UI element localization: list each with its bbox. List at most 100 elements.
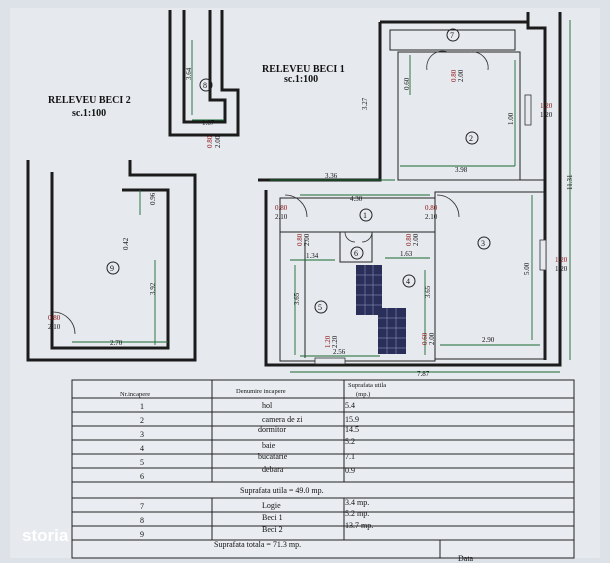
header-unit: (mp.) <box>356 391 370 398</box>
row1-nr: 1 <box>140 402 144 411</box>
room-number-7: 7 <box>450 31 454 40</box>
row6-name: debara <box>262 465 284 474</box>
dim-window-r2b: 1.20 <box>540 111 553 119</box>
dim-r8-h: 3.64 <box>185 67 193 80</box>
row3-nr: 3 <box>140 430 144 439</box>
room-marker-1 <box>359 208 373 222</box>
row8-name: Beci 1 <box>262 513 283 522</box>
dim-total-h: 11.31 <box>566 174 574 190</box>
dim-r8-door2: 2.00 <box>214 135 222 148</box>
title-beci1: RELEVEU BECI 1 <box>262 64 345 75</box>
apartment-dimensions: 0.80 2.00 0.60 1.00 3.98 3.27 1.20 1.20 … <box>275 69 574 378</box>
header-name: Denumire incapere <box>236 388 286 395</box>
dim-r4-door: 0.60 <box>421 332 429 345</box>
row9-area: 13.7 mp. <box>345 521 373 530</box>
row4-area: 5.2 <box>345 437 355 446</box>
room-number-2: 2 <box>469 134 473 143</box>
dim-r9-h1: 0.96 <box>149 192 157 205</box>
room-marker-7 <box>446 28 460 42</box>
dim-r5-window: 1.20 <box>324 335 332 348</box>
row9-nr: 9 <box>140 530 144 539</box>
room-number-3: 3 <box>481 239 485 248</box>
dim-r3-h: 5.00 <box>523 262 531 275</box>
dim-door-r5b: 2.00 <box>303 233 311 246</box>
dim-r5-w: 1.34 <box>306 252 319 260</box>
row1-name: hol <box>262 401 273 410</box>
dim-r9-door: 0.80 <box>48 314 61 322</box>
row4-name: baie <box>262 441 276 450</box>
dim-window-r3: 1.20 <box>555 256 568 264</box>
dim-r5-window2: 2.20 <box>331 335 339 348</box>
door-swing-right <box>436 194 460 218</box>
room-number-6: 6 <box>354 249 358 258</box>
room-number-4: 4 <box>406 277 410 286</box>
window-r3 <box>539 239 547 271</box>
subtotal-text: Suprafata utila = 49.0 mp. <box>240 486 324 495</box>
row4-nr: 4 <box>140 444 144 453</box>
beci1-walls <box>168 10 240 137</box>
header-nr: Nr.incapere <box>120 391 150 398</box>
row7-name: Logie <box>262 501 281 510</box>
header-area: Suprafata utila <box>348 382 386 389</box>
row8-nr: 8 <box>140 516 144 525</box>
dim-r7-door: 0.80 <box>450 69 458 82</box>
row6-area: 0.9 <box>345 466 355 475</box>
room-marker-2 <box>465 131 479 145</box>
room-marker-6 <box>350 246 364 260</box>
dim-r9-w: 2.70 <box>110 339 123 347</box>
door-swing-logie <box>426 50 449 71</box>
title-beci2: RELEVEU BECI 2 <box>48 95 131 106</box>
beci2-walls <box>26 160 197 362</box>
dim-total-w: 7.87 <box>417 370 430 378</box>
row5-name: bucatarie <box>258 452 288 461</box>
room-markers: 1 2 3 4 5 6 7 <box>314 28 491 314</box>
row5-nr: 5 <box>140 458 144 467</box>
room-marker-9 <box>106 261 120 275</box>
dim-r4-h: 3.65 <box>424 285 432 298</box>
dim-r9-door2: 2.10 <box>48 323 61 331</box>
row2-area: 15.9 <box>345 415 359 424</box>
dim-r3-w: 2.90 <box>482 336 495 344</box>
row2-nr: 2 <box>140 416 144 425</box>
room-marker-4 <box>402 274 416 288</box>
row7-area: 3.4 mp. <box>345 498 369 507</box>
dim-door-r5: 0.80 <box>296 233 304 246</box>
row2-name: camera de zi <box>262 415 303 424</box>
area-table <box>71 379 575 559</box>
dim-window-r3b: 1.20 <box>555 265 568 273</box>
bathroom-tiles <box>356 265 406 354</box>
total-text: Suprafata totala = 71.3 mp. <box>214 540 301 549</box>
dim-window-r2: 1.20 <box>540 102 553 110</box>
dim-r8-w: 1.67 <box>202 119 215 127</box>
dim-door-right2: 2.10 <box>425 213 438 221</box>
door-swing-left <box>284 194 308 218</box>
row5-area: 7.1 <box>345 452 355 461</box>
dim-r4-door2: 2.00 <box>428 332 436 345</box>
dim-r5-h: 3.65 <box>293 292 301 305</box>
row3-name: dormitor <box>258 425 286 434</box>
dim-r7-door2: 2.00 <box>457 69 465 82</box>
date-label: Data <box>458 554 474 563</box>
window-r2 <box>524 94 532 126</box>
room-marker-8 <box>199 78 213 92</box>
dim-r7-h: 0.60 <box>403 77 411 90</box>
room-marker-5 <box>314 300 328 314</box>
dim-r5-bottom: 2.56 <box>333 348 346 356</box>
dim-r2-h: 1.00 <box>507 112 515 125</box>
row7-nr: 7 <box>140 502 144 511</box>
dim-r9-h3: 3.92 <box>149 282 157 295</box>
dim-r9-h2: 0.42 <box>122 237 130 250</box>
dim-door-right: 0.80 <box>425 204 438 212</box>
row3-area: 14.5 <box>345 425 359 434</box>
room-marker-3 <box>477 236 491 250</box>
apartment-walls <box>258 12 562 367</box>
dim-r2-w: 3.98 <box>455 166 468 174</box>
dim-hall-w1: 3.36 <box>325 172 338 180</box>
room-number-9: 9 <box>110 264 114 273</box>
row8-area: 5.2 mp. <box>345 509 369 518</box>
title-beci1-scale: sc.1:100 <box>284 74 318 85</box>
room-number-8: 8 <box>203 81 207 90</box>
dim-r4-w: 1.63 <box>400 250 413 258</box>
